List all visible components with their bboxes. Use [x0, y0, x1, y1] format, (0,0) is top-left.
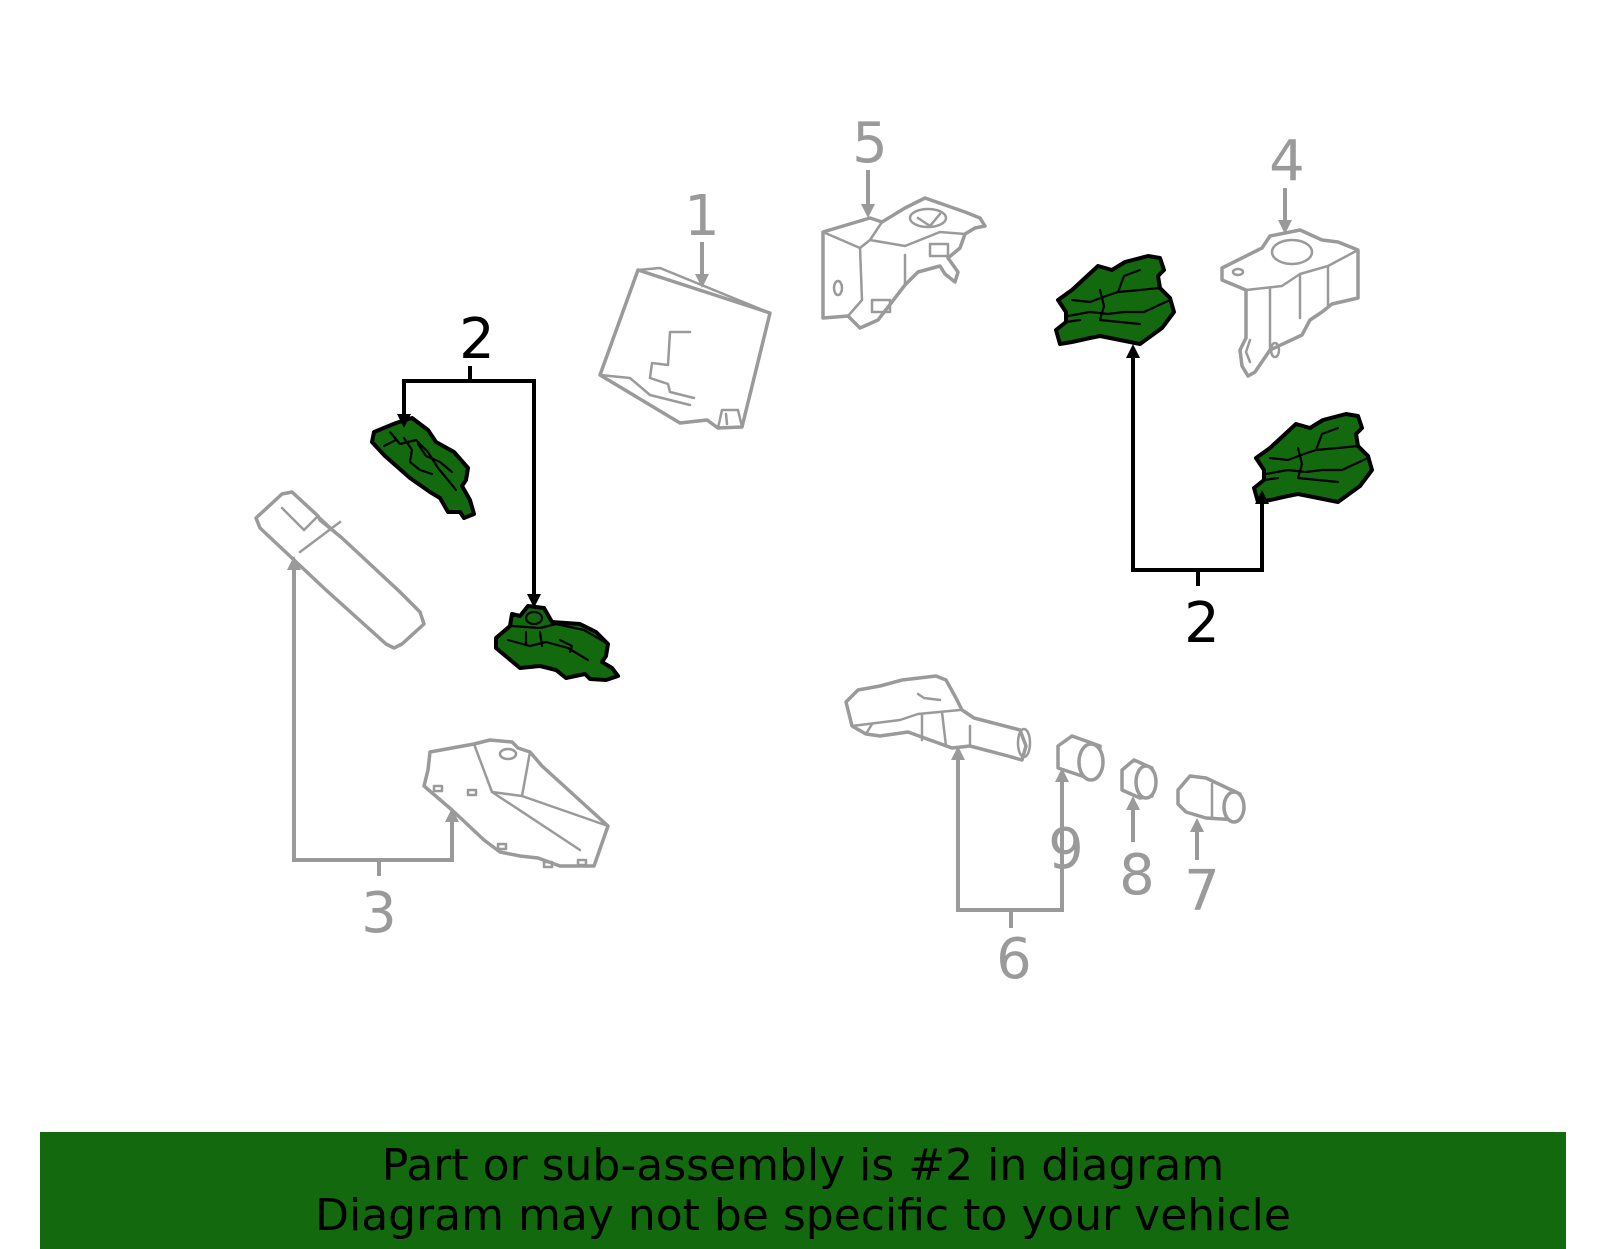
part-4-bracket: [1220, 228, 1360, 378]
callout-7: 7: [1184, 818, 1220, 924]
callout-6: 6: [951, 746, 1069, 992]
callout-9-label: 9: [1048, 817, 1084, 882]
part-7-cap: [1176, 774, 1246, 824]
callout-2-right: 2: [1126, 344, 1269, 656]
callout-7-label: 7: [1184, 859, 1220, 924]
callout-2-left: 2: [397, 307, 541, 608]
callout-3-label: 3: [361, 881, 397, 946]
callout-4: 4: [1269, 129, 1305, 234]
part-6-valve-stem-sensor: [844, 674, 1032, 762]
info-banner: Part or sub-assembly is #2 in diagram Di…: [40, 1132, 1566, 1249]
part-1-control-module: [598, 266, 772, 430]
part-2-sensor-right-upper: [1054, 254, 1176, 346]
callout-3: 3: [287, 556, 459, 946]
callout-2-left-label: 2: [459, 307, 495, 372]
callout-6-label: 6: [996, 927, 1032, 992]
callout-8-label: 8: [1119, 843, 1155, 908]
part-2-sensor-right-lower: [1252, 412, 1374, 504]
banner-line-2: Diagram may not be specific to your vehi…: [315, 1189, 1291, 1241]
callout-1: 1: [684, 184, 720, 288]
part-9-sleeve: [1056, 734, 1105, 782]
callout-5-label: 5: [852, 111, 888, 176]
part-3-unit-lower: [422, 738, 610, 869]
banner-line-1: Part or sub-assembly is #2 in diagram: [381, 1139, 1225, 1191]
part-5-bracket: [821, 196, 987, 330]
callout-1-label: 1: [684, 184, 720, 249]
callout-8: 8: [1119, 796, 1155, 908]
part-8-nut: [1120, 758, 1158, 800]
callout-4-label: 4: [1269, 129, 1305, 194]
callout-5: 5: [852, 111, 888, 218]
part-2-sensor-left-lower: [494, 604, 620, 682]
callout-9: 9: [1048, 817, 1084, 882]
callout-2-right-label: 2: [1184, 591, 1220, 656]
part-2-sensor-left-upper: [370, 416, 476, 520]
part-3-unit-upper: [254, 490, 426, 650]
